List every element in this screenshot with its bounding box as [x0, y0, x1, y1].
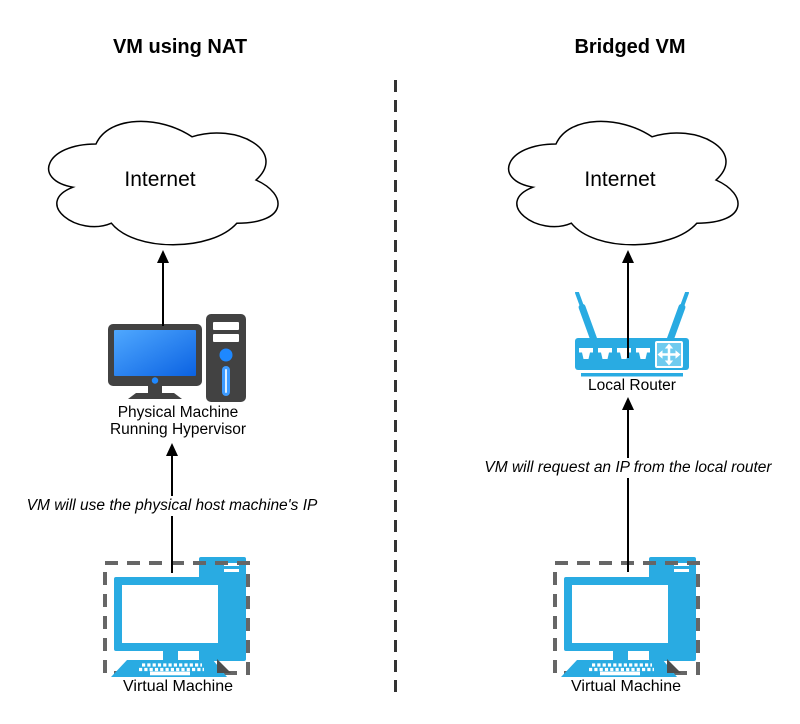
- virtual-machine-label-left: Virtual Machine: [123, 678, 233, 695]
- arrow-vm-to-router: [621, 397, 635, 572]
- ethernet-ports-icon: [579, 348, 650, 359]
- router-icon: [572, 290, 692, 382]
- arrowhead-icon: [157, 250, 169, 263]
- vm-monitor: [114, 577, 226, 660]
- vm-keyboard: [561, 659, 681, 677]
- divider-dashed-line: [394, 80, 397, 692]
- cloud-icon: [492, 108, 748, 252]
- connector-line: [162, 259, 164, 326]
- left-internet-cloud: Internet: [32, 108, 288, 252]
- vm-dashed-border: [103, 561, 250, 675]
- arrow-machine-to-internet: [156, 250, 170, 326]
- nat-annotation: VM will use the physical host machine's …: [21, 496, 323, 516]
- cloud-icon: [32, 108, 288, 252]
- bridged-annotation: VM will request an IP from the local rou…: [479, 458, 777, 478]
- vm-monitor: [564, 577, 676, 660]
- virtual-machine-icon-right: [553, 556, 703, 682]
- right-internet-cloud: Internet: [492, 108, 748, 252]
- vm-dashed-border: [553, 561, 700, 675]
- physical-machine-icon: [106, 308, 250, 410]
- physical-machine-label-line2: Running Hypervisor: [109, 421, 247, 438]
- right-cloud-label: Internet: [584, 168, 656, 191]
- vm-keyboard: [111, 659, 231, 677]
- virtual-machine-icon-left: [103, 556, 253, 682]
- arrowhead-icon: [622, 250, 634, 263]
- connector-line: [627, 259, 629, 358]
- left-cloud-label: Internet: [124, 168, 196, 191]
- router-switch-icon: [655, 341, 683, 368]
- monitor-icon: [108, 324, 202, 399]
- arrowhead-icon: [622, 397, 634, 410]
- connector-line: [627, 406, 629, 572]
- router-base-line: [581, 373, 683, 377]
- left-title: VM using NAT: [112, 36, 248, 58]
- local-router-label: Local Router: [588, 377, 676, 394]
- arrow-router-to-internet: [621, 250, 635, 358]
- arrowhead-icon: [166, 443, 178, 456]
- virtual-machine-label-right: Virtual Machine: [571, 678, 681, 695]
- tower-icon: [206, 314, 246, 402]
- physical-machine-label-line1: Physical Machine: [117, 404, 239, 421]
- right-title: Bridged VM: [574, 36, 686, 58]
- antenna-right-icon: [666, 290, 689, 343]
- physical-machine-label: Physical Machine Running Hypervisor: [98, 404, 258, 438]
- antenna-left-icon: [575, 290, 598, 343]
